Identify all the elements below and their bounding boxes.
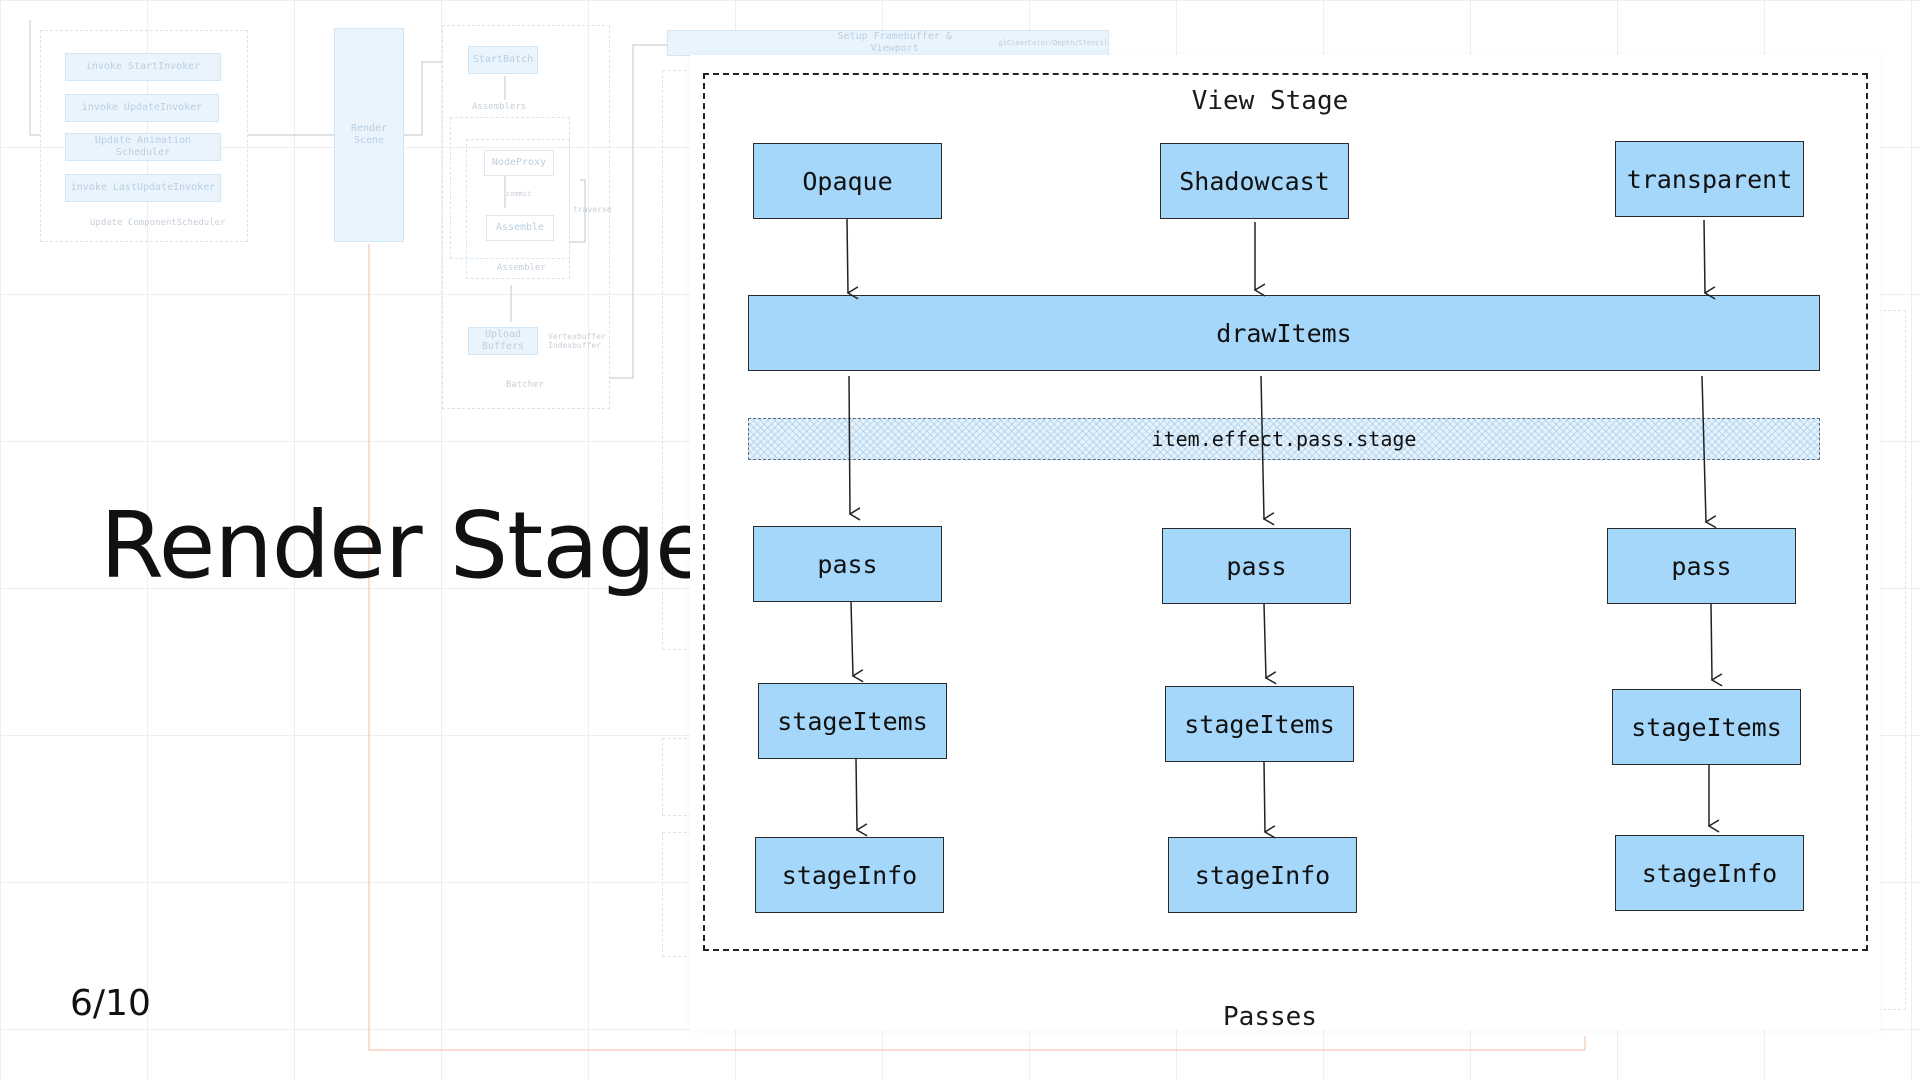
assemblers-label: Assemblers [472,102,527,112]
view-stage-label: View Stage [1191,86,1349,116]
setup-framebuffer-box: Setup Framebuffer & Viewport glClearColo… [667,30,1109,56]
stage-items-node-1: stageItems [758,683,947,759]
start-batch-box: StartBatch [468,46,538,74]
slide-title: Render Stage [100,492,712,599]
stage-items-node-3: stageItems [1612,689,1801,765]
setup-framebuffer-note: glClearColor/Depth/Stencil [998,38,1108,47]
pass-node-1: pass [753,526,942,602]
passes-stack-left-3 [662,832,692,957]
opaque-node: Opaque [753,143,942,219]
transparent-node: transparent [1615,141,1804,217]
stage-info-node-2: stageInfo [1168,837,1357,913]
invoker-update: invoke UpdateInvoker [65,94,219,122]
invoker-start: invoke StartInvoker [65,53,221,81]
stage-info-node-1: stageInfo [755,837,944,913]
shadowcast-node: Shadowcast [1160,143,1349,219]
assemble-box: Assemble [486,215,554,241]
stage-items-node-2: stageItems [1165,686,1354,762]
node-proxy-box: NodeProxy [484,150,554,176]
stage-info-node-3: stageInfo [1615,835,1804,911]
invoker-animation: Update Animation Scheduler [65,133,221,161]
view-stage-frame [703,73,1868,951]
buffers-note: Vertexbuffer Indexbuffer [548,332,606,350]
pass-node-2: pass [1162,528,1351,604]
passes-stack-right [1878,310,1906,1010]
invokers-group [40,30,248,242]
passes-stack-left-2 [662,738,692,816]
assembler-label: Assembler [497,263,546,273]
traverse-label: traverse [573,205,612,214]
render-scene-box: Render Scene [334,28,404,242]
pass-node-3: pass [1607,528,1796,604]
commit-label: commit [506,190,532,198]
passes-label: Passes [1223,1002,1317,1032]
invokers-caption: Update ComponentScheduler [90,218,226,228]
invoker-last-update: invoke LastUpdateInvoker [65,174,221,202]
page-number: 6/10 [70,983,151,1024]
batcher-label: Batcher [506,380,544,390]
pass-stage-selector: item.effect.pass.stage [748,418,1820,460]
draw-items-node: drawItems [748,295,1820,371]
upload-buffers-box: Upload Buffers [468,327,538,355]
setup-framebuffer-label: Setup Framebuffer & Viewport [837,30,952,55]
